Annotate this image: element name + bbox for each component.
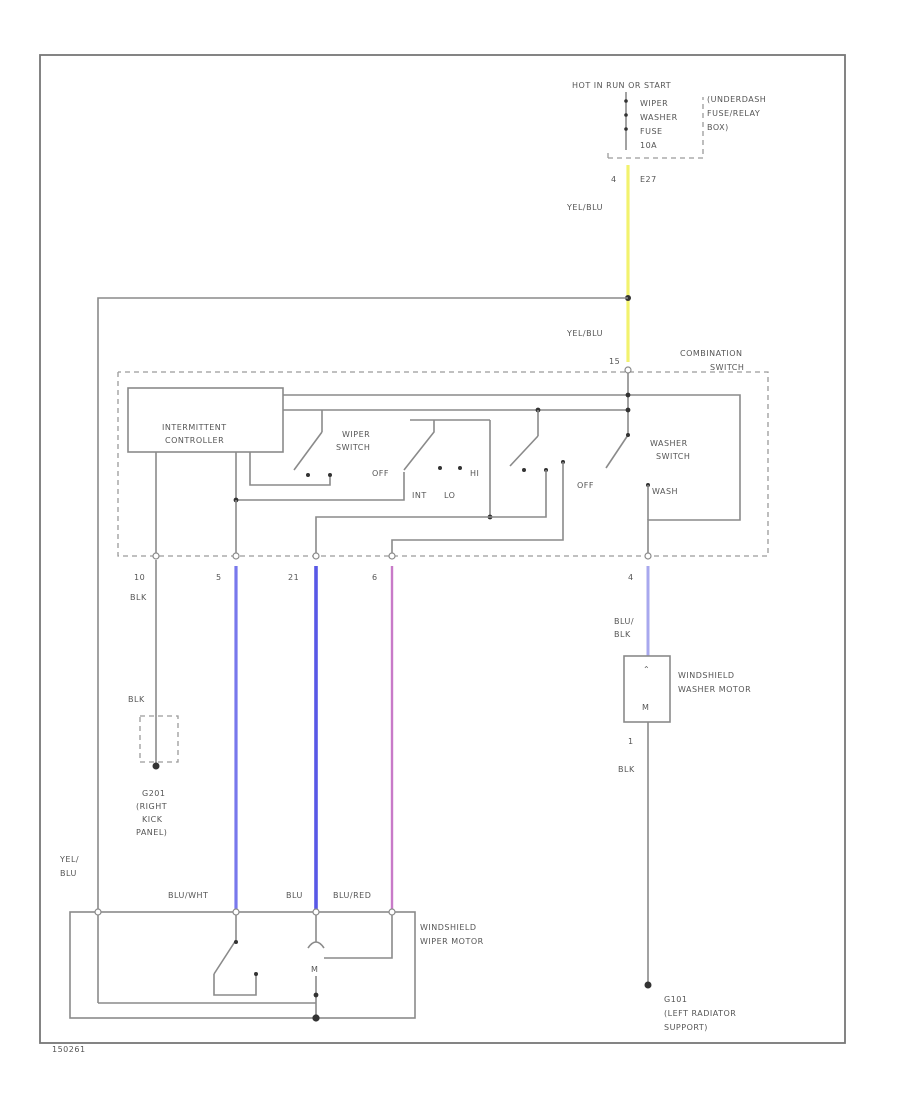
wiper-switch-label-0: WIPER: [342, 430, 370, 439]
wire-label-blu: BLU: [286, 891, 303, 900]
windshield-wiper-motor: BLU/WHT BLU BLU/RED WINDSHIELD WIPER MOT…: [69, 891, 484, 1022]
pin-6: 6: [372, 573, 378, 582]
fuse-label-2: FUSE: [640, 127, 663, 136]
pin-4: 4: [628, 573, 634, 582]
footer-code: 150261: [52, 1045, 86, 1054]
washer-switch-label-0: WASHER: [650, 439, 688, 448]
ground-left-1: (RIGHT: [136, 802, 167, 811]
wire-label-blk-left: BLK: [130, 593, 147, 602]
wire-label-yel-blu-left-1: BLU: [60, 869, 77, 878]
fuse-pin-right: E27: [640, 175, 657, 184]
fuse-label-0: WIPER: [640, 99, 668, 108]
ground-left-2: KICK: [142, 815, 163, 824]
washer-motor-label-1: WASHER MOTOR: [678, 685, 751, 694]
washer-pos-off: OFF: [577, 481, 594, 490]
wire-label-blk-ground: BLK: [128, 695, 145, 704]
wiper-motor-label-1: WIPER MOTOR: [420, 937, 484, 946]
washer-switch-label-1: SWITCH: [656, 452, 690, 461]
wiper-motor-symbol: M: [311, 965, 318, 974]
washer-motor-label-0: WINDSHIELD: [678, 671, 735, 680]
controller-label-0: INTERMITTENT: [162, 423, 227, 432]
ground-left-0: G201: [142, 789, 165, 798]
wire-label-yel-blu-left-0: YEL/: [59, 855, 79, 864]
wiper-motor-label-0: WINDSHIELD: [420, 923, 477, 932]
ground-g101-dot: [644, 981, 652, 989]
ground-right-2: SUPPORT): [664, 1023, 708, 1032]
washer-motor-symbol: M: [642, 703, 649, 712]
windshield-washer-motor: [623, 655, 671, 723]
ground-g201-dot: [152, 762, 160, 770]
combination-switch: COMBINATION SWITCH 15 INTERMITTENT CONTR…: [117, 349, 769, 560]
switch-pin-top: 15: [609, 357, 620, 366]
wire-label-blk-motor: BLK: [618, 765, 635, 774]
wiper-pos-lo: LO: [444, 491, 455, 500]
wire-label-yel-blu-top: YEL/BLU: [566, 203, 603, 212]
washer-motor-pin: ⌃: [643, 665, 650, 674]
intermittent-controller: [127, 387, 284, 453]
ground-left-3: PANEL): [136, 828, 167, 837]
fuse-block-label-1: FUSE/RELAY: [707, 109, 760, 118]
combination-switch-label-0: COMBINATION: [680, 349, 743, 358]
ground-right-1: (LEFT RADIATOR: [664, 1009, 736, 1018]
controller-label-1: CONTROLLER: [165, 436, 224, 445]
wiper-switch-label-1: SWITCH: [336, 443, 370, 452]
fuse-block-label-2: BOX): [707, 123, 729, 132]
wiper-pos-int: INT: [412, 491, 427, 500]
wiper-pos-off: OFF: [372, 469, 389, 478]
fuse-pin-left: 4: [611, 175, 617, 184]
wire-label-yel-blu-mid: YEL/BLU: [566, 329, 603, 338]
washer-pos-wash: WASH: [652, 487, 678, 496]
wiper-pos-hi: HI: [470, 469, 479, 478]
pin-10: 10: [134, 573, 145, 582]
ground-right-0: G101: [664, 995, 687, 1004]
yel-blu-left-branch: [97, 297, 628, 912]
power-label: HOT IN RUN OR START: [572, 81, 671, 90]
wire-label-blu-red: BLU/RED: [333, 891, 371, 900]
combination-switch-label-1: SWITCH: [710, 363, 744, 372]
pin-1: 1: [628, 737, 634, 746]
wire-label-blu-blk-0: BLU/: [614, 617, 634, 626]
fuse-label-1: WASHER: [640, 113, 678, 122]
fuse-label-3: 10A: [640, 141, 657, 150]
pin-5: 5: [216, 573, 222, 582]
wire-label-blu-blk-1: BLK: [614, 630, 631, 639]
pin-21: 21: [288, 573, 299, 582]
fuse-block: HOT IN RUN OR START WIPER WASHER FUSE 10…: [572, 81, 766, 184]
diagram-border: [39, 54, 846, 1044]
wire-label-blu-wht: BLU/WHT: [168, 891, 208, 900]
fuse-block-label-0: (UNDERDASH: [707, 95, 766, 104]
